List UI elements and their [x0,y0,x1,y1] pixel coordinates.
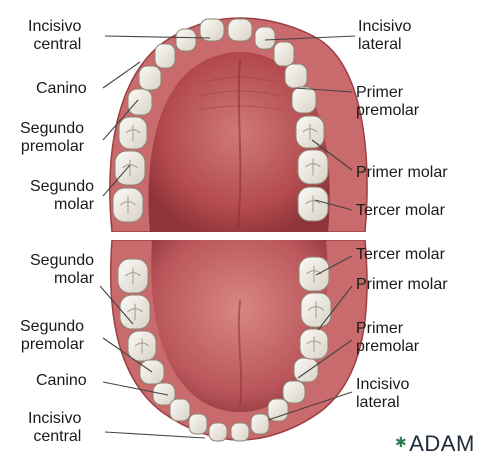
label-lower-third-molar: Tercer molar [356,246,445,264]
label-upper-central-incisor: Incisivo central [28,18,81,54]
upper-right-central-incisor [228,19,252,41]
upper-right-first-premolar [285,64,307,88]
label-upper-first-molar: Primer molar [356,164,448,182]
adam-star-icon: ✱ [395,434,407,450]
label-lower-lateral-incisor: Incisivo lateral [356,376,409,412]
label-lower-canine: Canino [36,372,87,390]
label-lower-second-molar: Segundo molar [30,252,94,288]
lower-left-canine [170,399,190,421]
adam-logo: ✱ADAM [395,431,475,457]
arch-separator [100,232,380,240]
upper-left-second-premolar [128,89,152,115]
upper-left-lateral-incisor [176,29,196,51]
upper-right-canine [274,42,294,66]
label-upper-first-premolar: Primer premolar [356,84,419,120]
lower-right-second-premolar [294,358,318,382]
lower-right-central-incisor [231,423,249,441]
leader-lower-central-incisor [105,432,205,438]
label-upper-third-molar: Tercer molar [356,202,445,220]
label-lower-first-molar: Primer molar [356,276,448,294]
label-lower-second-premolar: Segundo premolar [20,318,84,354]
lower-right-first-premolar [283,381,305,403]
lower-left-central-incisor [209,423,227,441]
upper-left-first-premolar [139,66,161,90]
label-upper-canine: Canino [36,80,87,98]
logo-text: ADAM [409,431,475,456]
upper-left-canine [155,44,175,68]
label-upper-second-premolar: Segundo premolar [20,120,84,156]
lower-right-canine [268,399,288,421]
label-upper-lateral-incisor: Incisivo lateral [358,18,411,54]
label-lower-central-incisor: Incisivo central [28,410,81,446]
lower-right-lateral-incisor [251,414,269,434]
upper-right-lateral-incisor [255,27,275,49]
label-upper-second-molar: Segundo molar [30,178,94,214]
upper-right-second-premolar [292,87,316,113]
label-lower-first-premolar: Primer premolar [356,320,419,356]
lower-left-lateral-incisor [189,414,207,434]
